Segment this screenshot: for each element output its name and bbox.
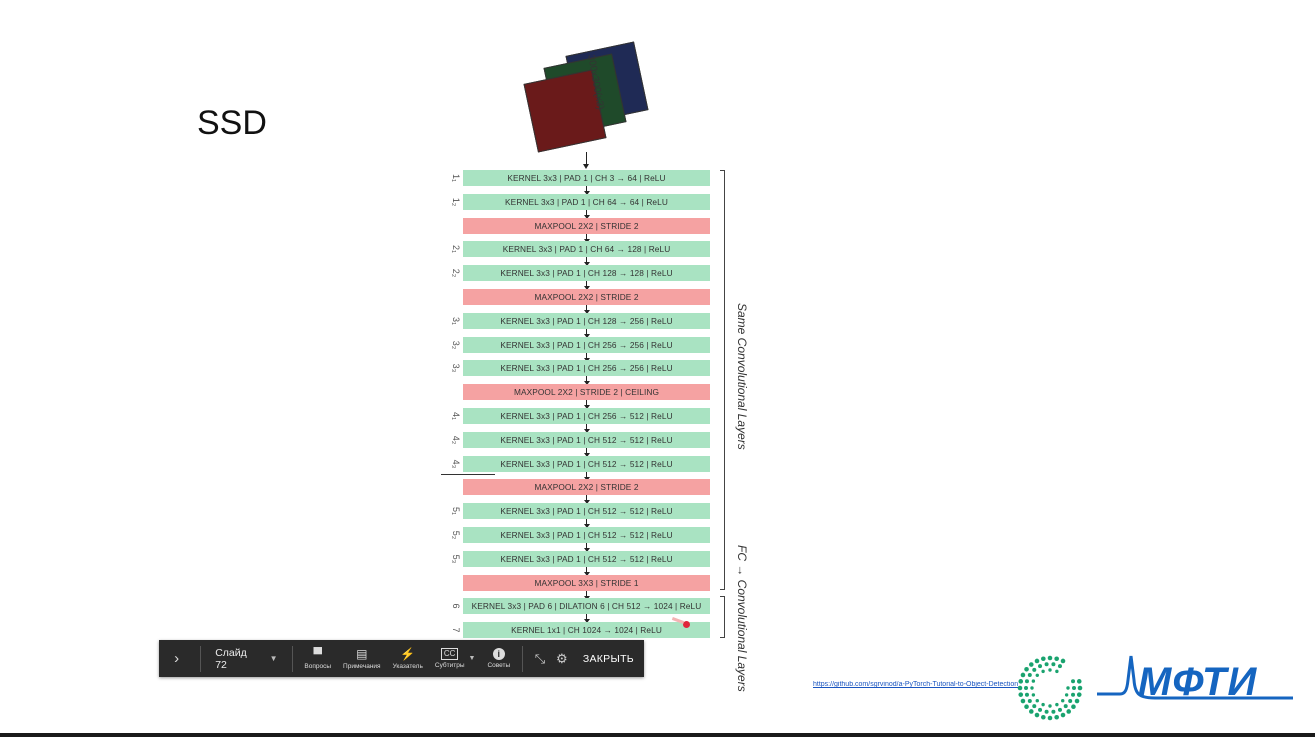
gear-icon: ⚙ bbox=[556, 650, 568, 666]
layer-arrow bbox=[583, 328, 590, 338]
speech-bubble-icon: ▀ bbox=[313, 646, 322, 661]
questions-label: Вопросы bbox=[304, 662, 332, 670]
slide-number-label: Слайд 72 bbox=[215, 646, 247, 671]
layer-arrow bbox=[583, 495, 590, 505]
settings-button[interactable]: ⚙ bbox=[551, 640, 573, 677]
conv-layer: KERNEL 3x3 | PAD 1 | CH 512 → 512 | ReLU bbox=[463, 455, 710, 472]
maxpool-layer: MAXPOOL 2X2 | STRIDE 2 bbox=[463, 217, 710, 234]
layer-arrow bbox=[583, 614, 590, 624]
layer-arrow bbox=[583, 352, 590, 362]
maxpool-layer: MAXPOOL 2X2 | STRIDE 2 bbox=[463, 289, 710, 305]
layer-id-label: 3₂ bbox=[451, 340, 461, 349]
layer-id-label: 5₂ bbox=[451, 530, 461, 540]
layer-id-label: 4₁ bbox=[451, 411, 461, 421]
notes-button[interactable]: ▤ Примечания bbox=[337, 640, 387, 677]
close-button[interactable]: ЗАКРЫТЬ bbox=[582, 652, 634, 665]
layer-arrow bbox=[583, 305, 590, 314]
input-arrow bbox=[583, 152, 589, 169]
conv-layer: KERNEL 3x3 | PAD 1 | CH 512 → 512 | ReLU bbox=[463, 503, 710, 520]
slide-selector[interactable]: Слайд 72 ▼ bbox=[207, 640, 285, 677]
same-conv-bracket bbox=[720, 170, 725, 590]
layer-arrow bbox=[583, 257, 590, 267]
layer-id-label: 5₁ bbox=[451, 507, 461, 516]
layer-arrow bbox=[583, 447, 590, 457]
layer-arrow bbox=[583, 233, 590, 243]
tips-button[interactable]: i Советы bbox=[481, 640, 516, 677]
notes-label: Примечания bbox=[343, 662, 381, 670]
layer-id-label: 1₂ bbox=[451, 197, 461, 207]
conv-layer: KERNEL 3x3 | PAD 1 | CH 256 → 512 | ReLU bbox=[463, 408, 710, 424]
closed-captions-icon: CC bbox=[440, 648, 459, 660]
conv-layer: KERNEL 3x3 | PAD 1 | CH 256 → 256 | ReLU bbox=[463, 360, 710, 377]
conv-layer: KERNEL 3x3 | PAD 1 | CH 512 → 512 | ReLU bbox=[463, 527, 710, 543]
layer-id-label: 7 bbox=[451, 627, 461, 633]
layer-arrow bbox=[583, 400, 590, 410]
tips-label: Советы bbox=[487, 662, 511, 669]
toolbar-divider bbox=[522, 645, 524, 672]
captions-label: Субтитры bbox=[434, 662, 465, 669]
layer-arrow bbox=[583, 543, 590, 552]
layer-id-label: 4₂ bbox=[451, 435, 461, 445]
pointer-button[interactable]: ⚡ Указатель bbox=[387, 640, 429, 677]
laser-pointer-mark bbox=[683, 621, 690, 628]
conv-layer: KERNEL 3x3 | PAD 1 | CH 64 → 64 | ReLU bbox=[463, 193, 710, 210]
exit-fullscreen-icon: ⤡ bbox=[534, 650, 546, 666]
layer-id-label: 4₃ bbox=[451, 459, 461, 468]
layer-arrow bbox=[583, 566, 590, 576]
questions-button[interactable]: ▀ Вопросы bbox=[298, 640, 337, 677]
toolbar-divider bbox=[291, 645, 293, 672]
conv-layer: KERNEL 3x3 | PAD 1 | CH 128 → 256 | ReLU bbox=[463, 312, 710, 329]
pointer-label: Указатель bbox=[392, 662, 423, 670]
conv-layer: KERNEL 3x3 | PAD 1 | CH 128 → 128 | ReLU bbox=[463, 265, 710, 282]
chevron-right-icon: › bbox=[174, 650, 180, 667]
separator-line bbox=[441, 474, 495, 475]
layer-arrow bbox=[583, 186, 590, 195]
bottom-border bbox=[0, 733, 1315, 737]
presenter-toolbar: › Слайд 72 ▼ ▀ Вопросы ▤ Примечания ⚡ Ук… bbox=[159, 640, 644, 677]
laser-pointer-icon: ⚡ bbox=[400, 646, 416, 661]
layer-arrow bbox=[583, 209, 590, 219]
notes-icon: ▤ bbox=[356, 646, 368, 661]
next-slide-button[interactable]: › bbox=[159, 640, 194, 677]
maxpool-layer: MAXPOOL 3X3 | STRIDE 1 bbox=[463, 574, 710, 591]
layer-arrow bbox=[583, 376, 590, 386]
layer-id-label: 5₃ bbox=[451, 554, 461, 564]
layer-arrow bbox=[583, 281, 590, 291]
conv-layer: KERNEL 3x3 | PAD 1 | CH 3 → 64 | ReLU bbox=[463, 170, 710, 186]
conv-layer: KERNEL 3x3 | PAD 6 | DILATION 6 | CH 512… bbox=[463, 598, 710, 615]
captions-button[interactable]: CC Субтитры bbox=[429, 640, 471, 677]
mipt-logo-ring-icon bbox=[1017, 655, 1083, 721]
source-link[interactable]: https://github.com/sgrvinod/a-PyTorch-Tu… bbox=[813, 681, 1019, 688]
maxpool-layer: MAXPOOL 2X2 | STRIDE 2 bbox=[463, 479, 710, 496]
conv-layer: KERNEL 3x3 | PAD 1 | CH 512 → 512 | ReLU bbox=[463, 431, 710, 448]
conv-layer: KERNEL 3x3 | PAD 1 | CH 256 → 256 | ReLU bbox=[463, 336, 710, 353]
info-icon: i bbox=[492, 648, 505, 660]
mipt-logo-text: МФТИ bbox=[1138, 660, 1258, 704]
conv-layer: KERNEL 3x3 | PAD 1 | CH 512 → 512 | ReLU bbox=[463, 550, 710, 567]
same-conv-label: Same Convolutional Layers bbox=[735, 303, 749, 450]
mipt-logo-wave-icon bbox=[1097, 655, 1293, 700]
conv-layer: KERNEL 1x1 | CH 1024 → 1024 | ReLU bbox=[463, 622, 710, 639]
fc-conv-bracket bbox=[720, 596, 725, 638]
layer-id-label: 3₁ bbox=[451, 316, 461, 325]
captions-dropdown-icon[interactable]: ▼ bbox=[468, 655, 476, 662]
layer-id-label: 3₃ bbox=[451, 364, 461, 373]
layer-arrow bbox=[583, 590, 590, 600]
layer-id-label: 6 bbox=[451, 603, 461, 609]
layer-id-label: 2₁ bbox=[451, 245, 461, 254]
slide-title: SSD bbox=[197, 104, 267, 142]
fc-conv-label: FC → Convolutional Layers bbox=[735, 545, 749, 692]
exit-fullscreen-button[interactable]: ⤡ bbox=[529, 640, 551, 677]
toolbar-divider bbox=[200, 645, 202, 672]
maxpool-layer: MAXPOOL 2X2 | STRIDE 2 | CEILING bbox=[463, 384, 710, 401]
layer-id-label: 1₁ bbox=[451, 173, 461, 183]
layer-id-label: 2₂ bbox=[451, 268, 461, 278]
layer-arrow bbox=[583, 519, 590, 529]
conv-layer: KERNEL 3x3 | PAD 1 | CH 64 → 128 | ReLU bbox=[463, 241, 710, 258]
layer-arrow bbox=[583, 471, 590, 481]
layer-arrow bbox=[583, 424, 590, 433]
chevron-down-icon: ▼ bbox=[269, 654, 278, 663]
